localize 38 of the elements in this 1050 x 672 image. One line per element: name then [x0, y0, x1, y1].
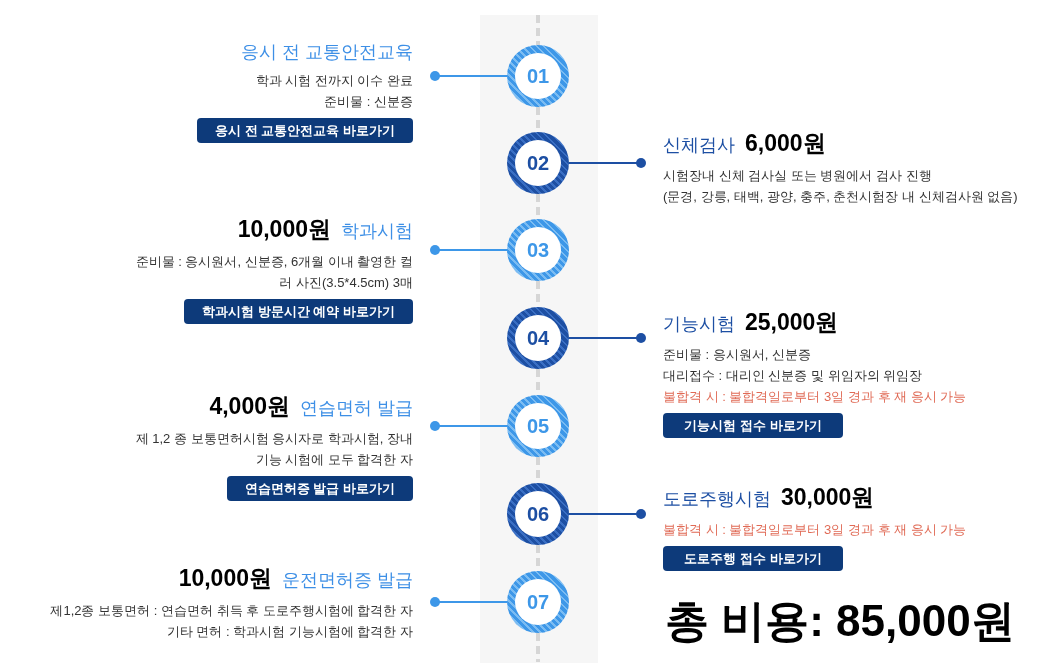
connector-line — [430, 245, 508, 255]
step-title: 응시 전 교통안전교육 — [241, 41, 413, 64]
connector-line — [568, 158, 646, 168]
shortcut-button: 도로주행 접수 바로가기 — [663, 546, 843, 571]
warning-text: 불합격 시 : 불합격일로부터 3일 경과 후 재 응시 가능 — [663, 521, 967, 539]
description-text: 시험장내 신체 검사실 또는 병원에서 검사 진행 — [663, 167, 932, 185]
description-text: (문경, 강릉, 태백, 광양, 충주, 춘천시험장 내 신체검사원 없음) — [663, 188, 1018, 206]
connector-line — [430, 597, 508, 607]
step-title: 연습면허 발급 — [300, 397, 413, 420]
step-title: 학과시험 — [341, 220, 413, 243]
connector-line — [568, 333, 646, 343]
warning-text: 불합격 시 : 불합격일로부터 3일 경과 후 재 응시 가능 — [663, 388, 967, 406]
description-text: 제 1,2 종 보통면허시험 응시자로 학과시험, 장내기능 시험에 모두 합격한 자 — [134, 430, 413, 469]
shortcut-button: 학과시험 방문시간 예약 바로가기 — [184, 299, 413, 324]
step-title: 운전면허증 발급 — [282, 569, 413, 592]
description-text: 준비물 : 응시원서, 신분증, 6개월 이내 촬영한 컬러 사진(3.5*4.5cm) 3매 — [134, 253, 413, 292]
price-text: 6,000원 — [745, 129, 826, 158]
price-text: 10,000원 — [237, 215, 331, 244]
step-title: 도로주행시험 — [663, 488, 771, 511]
description-text: 준비물 : 응시원서, 신분증 — [663, 346, 812, 364]
price-text: 4,000원 — [209, 392, 290, 421]
connector-line — [430, 71, 508, 81]
price-text: 10,000원 — [178, 564, 272, 593]
description-text: 기타 면허 : 학과시험 기능시험에 합격한 자 — [166, 623, 413, 641]
step-title: 기능시험 — [663, 313, 735, 336]
shortcut-button: 기능시험 접수 바로가기 — [663, 413, 843, 438]
connector-line — [430, 421, 508, 431]
step-title: 신체검사 — [663, 134, 735, 157]
shortcut-button: 연습면허증 발급 바로가기 — [226, 476, 413, 501]
description-text: 준비물 : 신분증 — [324, 93, 413, 111]
price-text: 25,000원 — [745, 308, 839, 337]
description-text: 제1,2종 보통면허 : 연습면허 취득 후 도로주행시험에 합격한 자 — [50, 602, 413, 620]
total-cost-text: 총 비용: 85,000원 — [665, 595, 1015, 647]
shortcut-button: 응시 전 교통안전교육 바로가기 — [197, 118, 413, 143]
description-text: 학과 시험 전까지 이수 완료 — [255, 72, 413, 90]
price-text: 30,000원 — [781, 483, 875, 512]
connector-line — [568, 509, 646, 519]
description-text: 대리접수 : 대리인 신분증 및 위임자의 위임장 — [663, 367, 923, 385]
